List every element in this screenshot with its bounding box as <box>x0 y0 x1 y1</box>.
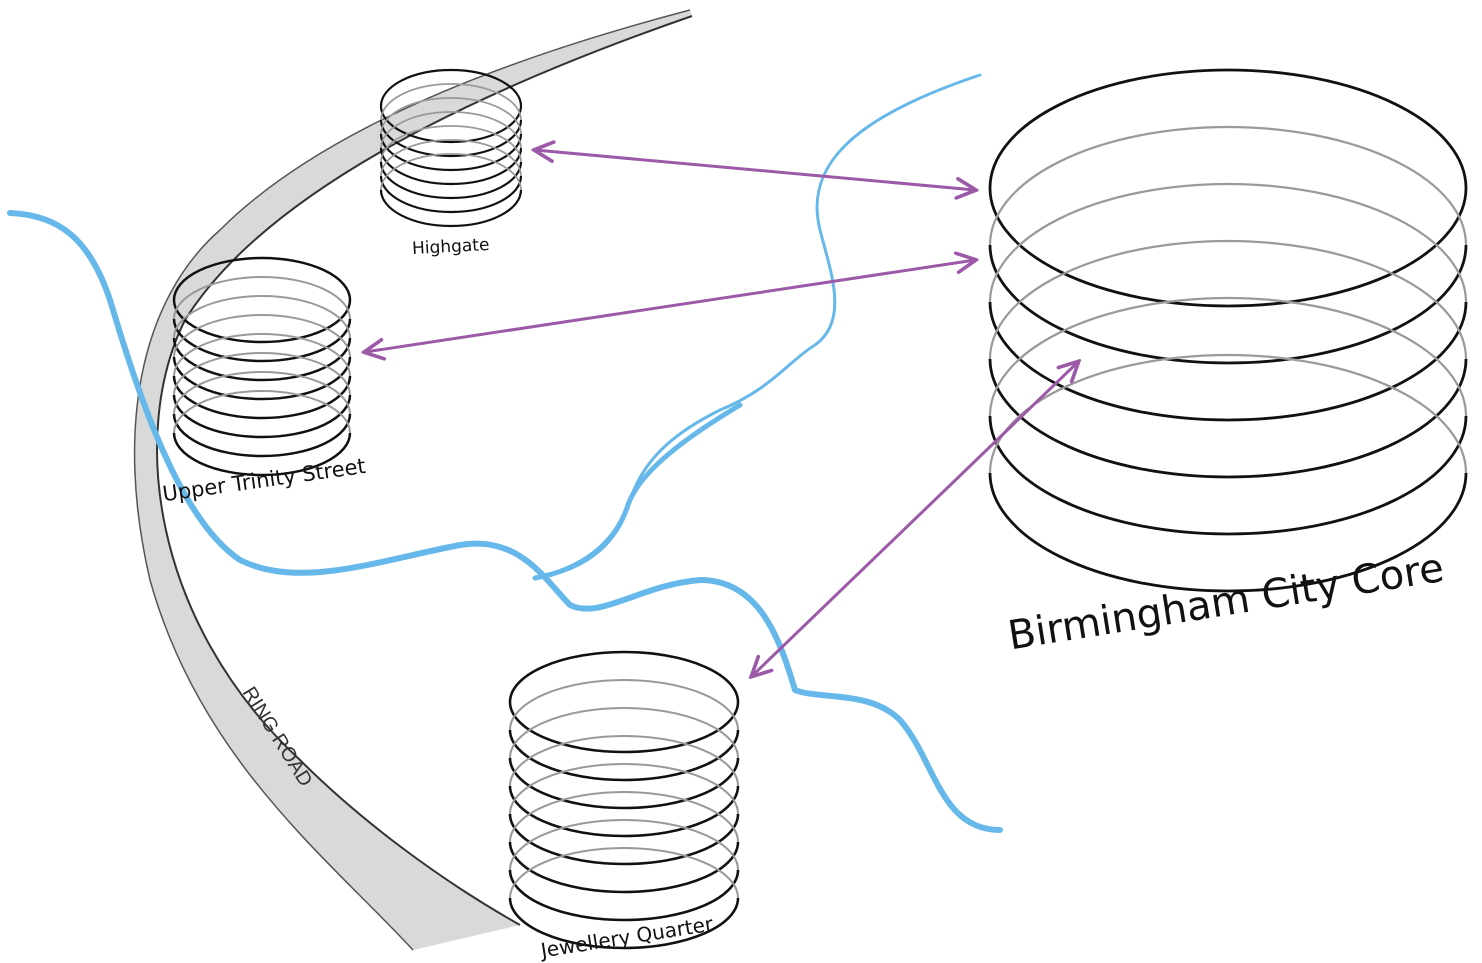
cylinder-ring-back <box>988 239 1468 360</box>
river-tributary <box>533 73 982 580</box>
cylinder-upper-trinity-street <box>172 256 352 477</box>
cylinder-ring-back <box>380 139 522 177</box>
ring-road-inner-edge <box>133 9 691 951</box>
cylinder-ring-front <box>172 299 352 344</box>
cylinder-ring-front <box>988 187 1468 308</box>
arrow-upper-trinity-city-core <box>365 260 975 352</box>
cylinder-ring-back <box>508 790 740 843</box>
cylinder-ring-back <box>173 390 351 434</box>
label-highgate: Highgate <box>412 235 490 259</box>
rivers <box>7 73 1003 833</box>
cylinder-city-core <box>988 68 1468 593</box>
cylinder-ring-front <box>172 356 352 401</box>
cylinder-ring-back <box>508 762 740 815</box>
cylinder-ring-back <box>988 296 1468 417</box>
cylinder-ring-back <box>380 83 522 121</box>
cylinder-ring-front <box>988 244 1468 365</box>
cylinder-ring-front <box>172 432 352 477</box>
cylinder-ring-front <box>508 869 740 922</box>
cylinder-ring-front <box>508 729 740 782</box>
cylinder-ring-back <box>172 256 352 301</box>
cylinder-ring-back <box>508 846 740 899</box>
cylinder-ring-back <box>173 352 351 396</box>
cylinder-ring-back <box>508 678 740 731</box>
cylinder-ring-front <box>379 175 523 214</box>
cylinder-ring-front <box>508 785 740 838</box>
cylinder-ring-back <box>173 314 351 358</box>
river-tributary-join <box>532 402 743 581</box>
connections <box>365 150 1078 676</box>
cylinder-ring-back <box>173 295 351 339</box>
cylinder-ring-front <box>172 318 352 363</box>
cylinder-ring-front <box>379 133 523 172</box>
cylinder-ring-front <box>988 415 1468 536</box>
cylinder-ring-back <box>988 125 1468 246</box>
cylinder-ring-front <box>508 841 740 894</box>
cylinder-ring-back <box>173 371 351 415</box>
cylinder-ring-front <box>508 813 740 866</box>
cylinder-ring-front <box>379 161 523 200</box>
cylinder-ring-back <box>508 706 740 759</box>
cylinder-ring-front <box>379 189 523 228</box>
cylinder-ring-front <box>172 394 352 439</box>
arrow-highgate-city-core <box>535 150 975 190</box>
cylinder-ring-back <box>380 125 522 163</box>
cylinder-ring-back <box>380 153 522 191</box>
cylinder-ring-back <box>380 111 522 149</box>
cylinder-ring-front <box>172 337 352 382</box>
cylinder-ring-front <box>508 897 740 950</box>
cylinders <box>172 68 1468 950</box>
cylinder-ring-back <box>988 353 1468 474</box>
cylinder-ring-front <box>988 301 1468 422</box>
cylinder-ring-back <box>508 818 740 871</box>
cylinder-ring-back <box>173 276 351 320</box>
cylinder-ring-back <box>988 182 1468 303</box>
cylinder-jewellery-quarter <box>508 650 740 950</box>
river-main <box>7 210 1003 833</box>
cylinder-ring-back <box>508 734 740 787</box>
label-upper-trinity-street: Upper Trinity Street <box>161 454 367 506</box>
cylinder-ring-front <box>172 413 352 458</box>
cylinder-ring-back <box>173 333 351 377</box>
cylinder-ring-front <box>508 701 740 754</box>
cylinder-ring-front <box>508 757 740 810</box>
arrow-jewellery-quarter-city-core <box>752 362 1078 676</box>
cylinder-ring-front <box>379 105 523 144</box>
cylinder-ring-front <box>379 147 523 186</box>
ring-road-outer-edge <box>156 15 693 926</box>
cylinder-ring-front <box>379 119 523 158</box>
cylinder-ring-back <box>379 68 523 107</box>
cylinder-ring-front <box>172 375 352 420</box>
cylinder-ring-back <box>380 97 522 135</box>
cylinder-ring-back <box>988 68 1468 189</box>
cylinder-ring-back <box>508 650 740 703</box>
cylinder-highgate <box>379 68 523 228</box>
